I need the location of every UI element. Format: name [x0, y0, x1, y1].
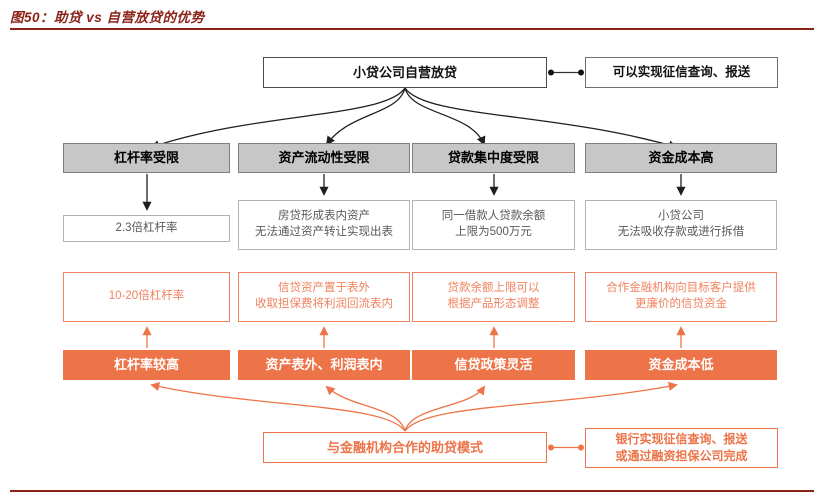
node-label: 与金融机构合作的助贷模式 — [326, 439, 483, 455]
node-line: 银行实现征信查询、报送 — [615, 431, 748, 446]
fan-arrow-top-3 — [404, 87, 486, 146]
node-label: 杠杆率较高 — [113, 357, 179, 373]
connector-top — [548, 69, 584, 76]
benefit-box-funding-cost: 合作金融机构向目标客户提供 更廉价的信贷资金 — [585, 272, 777, 322]
node-line: 2.3倍杠杆率 — [115, 221, 178, 234]
fan-arrow-top-4 — [404, 87, 678, 150]
node-line: 房贷形成表内资产 — [278, 210, 370, 223]
header-box-loan-concentration: 贷款集中度受限 — [412, 143, 575, 173]
constraint-box-asset-liquidity: 房贷形成表内资产 无法通过资产转让实现出表 — [238, 200, 410, 250]
bottom-rule — [10, 490, 814, 492]
node-line: 合作金融机构向目标客户提供 — [606, 282, 756, 295]
header-box-asset-liquidity: 资产流动性受限 — [238, 143, 410, 173]
constraint-box-funding-cost: 小贷公司 无法吸收存款或进行拆借 — [585, 200, 777, 250]
fan-arrow-bottom-1 — [150, 382, 406, 432]
header-box-funding-cost: 资金成本高 — [585, 143, 777, 173]
node-line: 同一借款人贷款余额 — [441, 210, 546, 223]
node-label: 资产流动性受限 — [278, 150, 370, 166]
benefit-box-leverage: 10-20倍杠杆率 — [63, 272, 230, 322]
node-co-lending-model: 与金融机构合作的助贷模式 — [263, 432, 547, 463]
fan-arrow-top-1 — [150, 87, 406, 149]
node-line: 10-20倍杠杆率 — [108, 290, 185, 303]
node-credit-query-note: 可以实现征信查询、报送 — [585, 57, 778, 88]
fan-arrow-bottom-3 — [404, 385, 486, 432]
summary-box-funding-cost: 资金成本低 — [585, 350, 777, 380]
node-label: 杠杆率受限 — [113, 150, 179, 166]
node-label: 信贷政策灵活 — [454, 357, 533, 373]
benefit-box-loan-concentration: 贷款余额上限可以 根据产品形态调整 — [412, 272, 575, 322]
fan-arrow-bottom-4 — [404, 381, 678, 432]
node-line: 贷款余额上限可以 — [447, 282, 540, 295]
summary-box-credit-policy: 信贷政策灵活 — [412, 350, 575, 380]
node-line: 根据产品形态调整 — [447, 298, 540, 310]
node-line: 或通过融资担保公司完成 — [615, 449, 748, 463]
node-label: 资金成本低 — [648, 357, 714, 373]
figure-title: 图50：助贷 vs 自营放贷的优势 — [10, 10, 205, 25]
node-line: 小贷公司 — [658, 210, 704, 223]
node-line: 收取担保费将利润回流表内 — [255, 298, 393, 310]
node-line: 信贷资产置于表外 — [278, 282, 370, 295]
node-bank-credit-query-note: 银行实现征信查询、报送 或通过融资担保公司完成 — [585, 428, 778, 468]
node-label: 可以实现征信查询、报送 — [612, 65, 751, 80]
node-line: 更廉价的信贷资金 — [635, 298, 727, 310]
node-line: 上限为500万元 — [455, 226, 532, 238]
connector-bottom — [548, 444, 584, 451]
title-underline — [10, 28, 814, 30]
node-label: 资金成本高 — [648, 150, 714, 166]
node-self-operated-lending: 小贷公司自营放贷 — [263, 57, 547, 88]
fan-arrow-top-2 — [325, 87, 406, 146]
fan-arrow-bottom-2 — [325, 385, 406, 432]
constraint-box-leverage: 2.3倍杠杆率 — [63, 215, 230, 242]
node-line: 无法通过资产转让实现出表 — [255, 226, 393, 238]
constraint-box-loan-concentration: 同一借款人贷款余额 上限为500万元 — [412, 200, 575, 250]
summary-box-asset-liquidity: 资产表外、利润表内 — [238, 350, 410, 380]
header-box-leverage-limit: 杠杆率受限 — [63, 143, 230, 173]
node-label: 贷款集中度受限 — [447, 150, 539, 166]
node-label: 小贷公司自营放贷 — [352, 64, 457, 80]
summary-box-leverage: 杠杆率较高 — [63, 350, 230, 380]
node-label: 资产表外、利润表内 — [265, 357, 383, 373]
benefit-box-asset-liquidity: 信贷资产置于表外 收取担保费将利润回流表内 — [238, 272, 410, 322]
node-line: 无法吸收存款或进行拆借 — [617, 226, 745, 238]
